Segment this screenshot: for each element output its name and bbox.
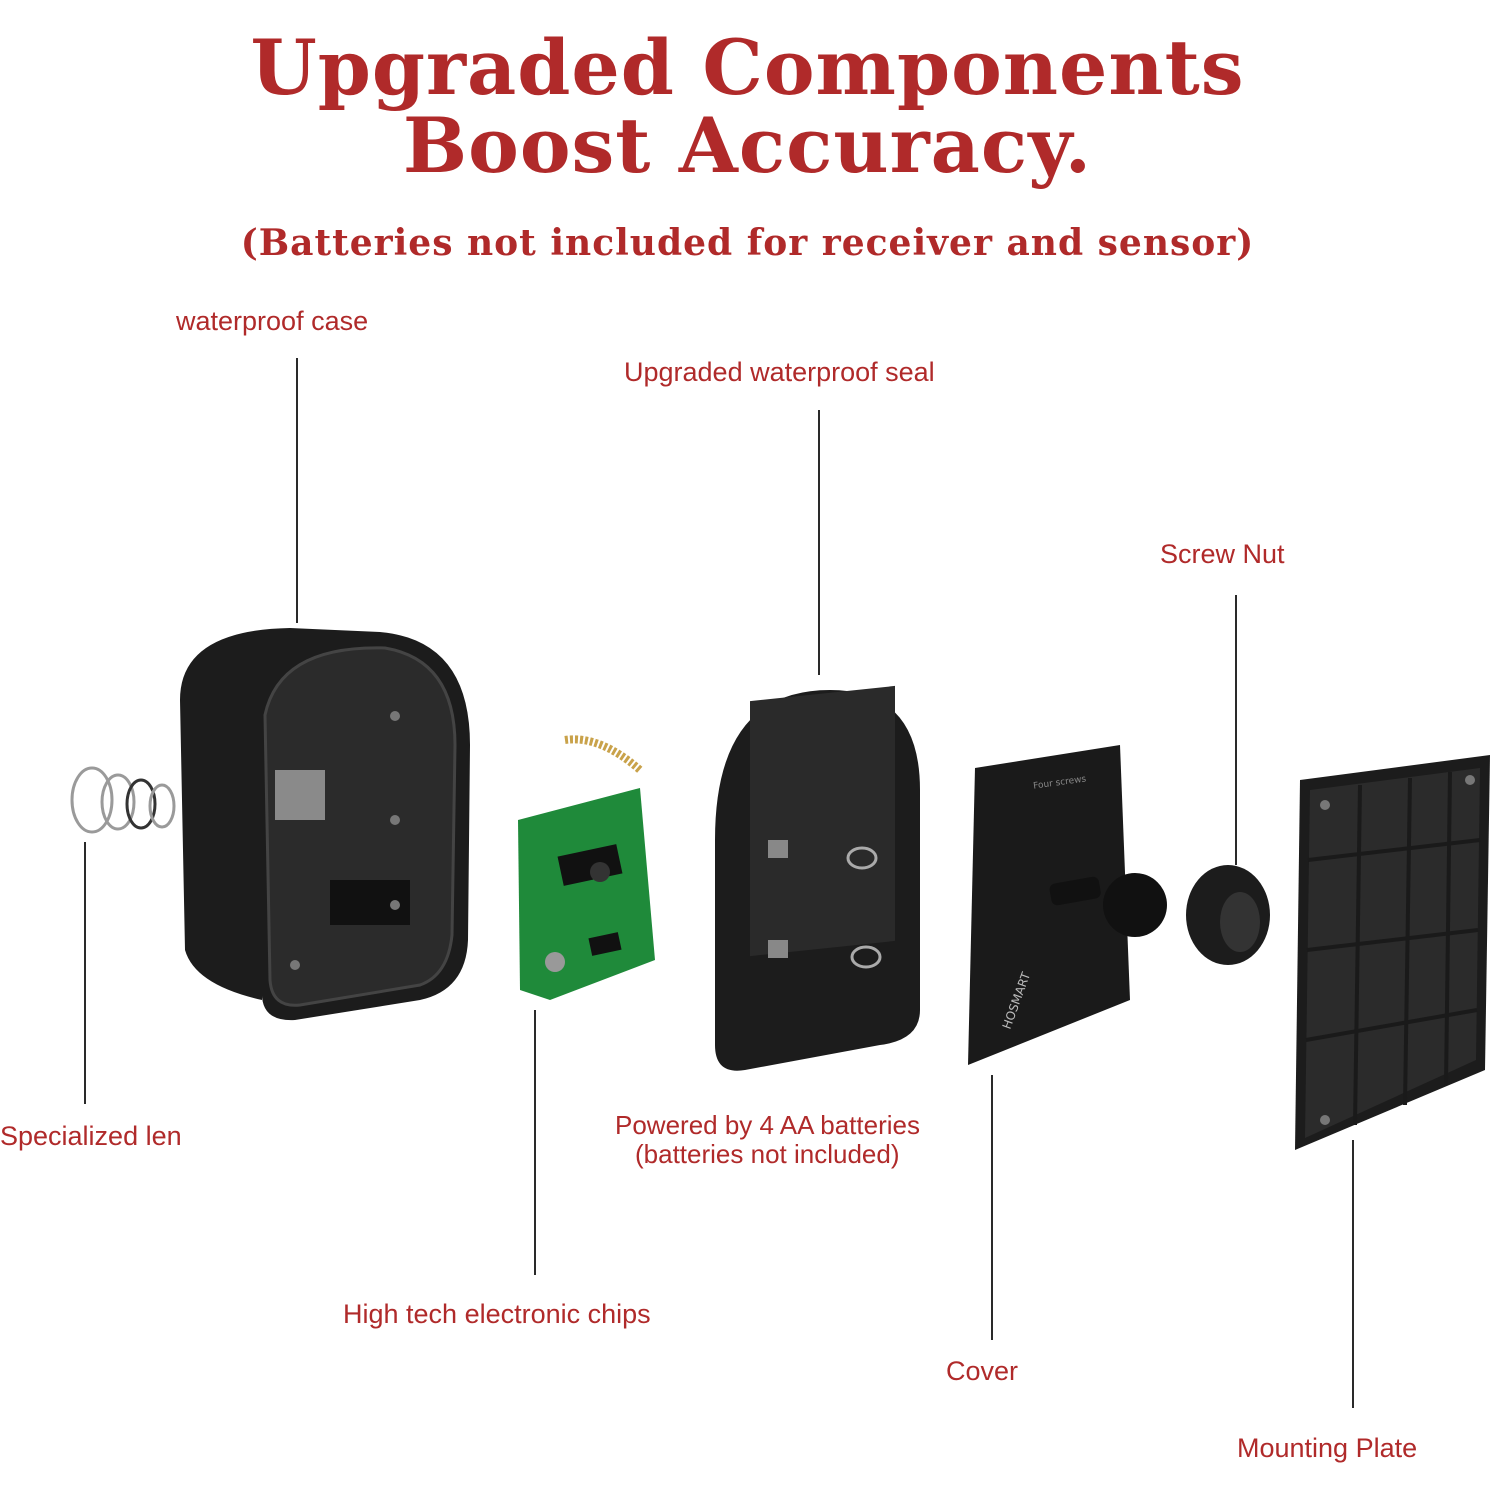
batteries-note: (Batteries not included for receiver and… — [240, 222, 1255, 264]
screw-nut-part — [1186, 865, 1270, 965]
leader-chips — [534, 1010, 536, 1275]
label-cover: Cover — [946, 1356, 1019, 1386]
pcb-part — [518, 735, 655, 1000]
leader-screw-nut — [1235, 595, 1237, 865]
leader-cover — [991, 1075, 993, 1340]
label-waterproof-seal: Upgraded waterproof seal — [624, 357, 935, 387]
label-mounting-plate: Mounting Plate — [1237, 1433, 1418, 1463]
cover-part: Four screws HOSMART — [968, 745, 1167, 1065]
label-specialized-lens: Specialized len — [0, 1121, 182, 1151]
leader-seal — [818, 410, 820, 675]
label-chips: High tech electronic chips — [343, 1299, 651, 1329]
leader-lens — [84, 842, 86, 1104]
label-waterproof-case: waterproof case — [176, 306, 369, 336]
leader-waterproof-case — [296, 358, 298, 623]
headline-line-1: Upgraded Components — [250, 23, 1245, 112]
label-batteries-line1: Powered by 4 AA batteries — [615, 1110, 920, 1140]
waterproof-case-part — [180, 628, 470, 1021]
battery-holder-part — [715, 685, 920, 1071]
label-batteries-line2: (batteries not included) — [635, 1139, 900, 1169]
lens-rings — [70, 766, 176, 834]
label-screw-nut: Screw Nut — [1160, 539, 1285, 569]
leader-mounting-plate — [1352, 1140, 1354, 1408]
headline-line-2: Boost Accuracy. — [402, 101, 1093, 190]
mounting-plate-part — [1295, 755, 1490, 1150]
